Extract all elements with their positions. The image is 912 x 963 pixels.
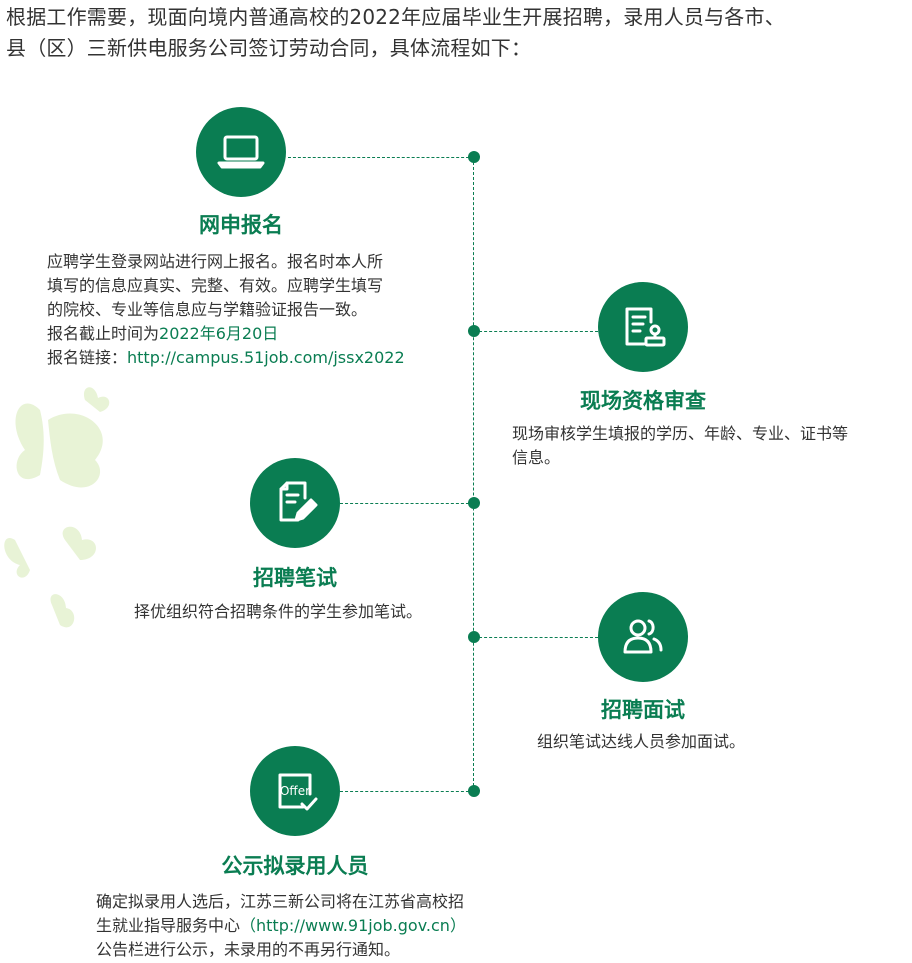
step4-title: 招聘面试 bbox=[601, 698, 685, 722]
connector-4 bbox=[474, 637, 598, 638]
step3-icon-circle bbox=[250, 458, 340, 548]
registration-link[interactable]: http://campus.51job.com/jssx2022 bbox=[127, 348, 405, 367]
step1-icon-circle bbox=[196, 107, 286, 197]
step3-desc-line-1: 择优组织符合招聘条件的学生参加笔试。 bbox=[134, 602, 423, 621]
timeline-dot-5 bbox=[468, 785, 480, 797]
step1-desc-line-2: 填写的信息应真实、完整、有效。应聘学生填写 bbox=[47, 276, 384, 295]
butterfly-decoration-icon bbox=[4, 387, 110, 628]
step4-icon-circle bbox=[598, 592, 688, 682]
laptop-icon bbox=[217, 135, 265, 169]
connector-2 bbox=[474, 331, 598, 332]
step5-desc-line-2-text: 生就业指导服务中心 bbox=[96, 916, 241, 935]
connector-5 bbox=[340, 791, 474, 792]
link-label: 报名链接： bbox=[47, 348, 128, 367]
step5-title: 公示拟录用人员 bbox=[221, 854, 369, 878]
step1-desc-line-3: 的院校、专业等信息应与学籍验证报告一致。 bbox=[47, 300, 368, 319]
connector-3 bbox=[340, 503, 474, 504]
document-seal-icon bbox=[625, 307, 666, 347]
intro-line-1: 根据工作需要，现面向境内普通高校的2022年应届毕业生开展招聘，录用人员与各市、 bbox=[6, 5, 785, 29]
connector-1 bbox=[288, 157, 474, 158]
deadline-value: 2022年6月20日 bbox=[159, 324, 279, 343]
offer-icon: Offer bbox=[278, 773, 318, 811]
deadline-label: 报名截止时间为 bbox=[47, 324, 160, 343]
step2-desc-line-1: 现场审核学生填报的学历、年龄、专业、证书等 bbox=[512, 424, 849, 443]
step1-link-row: 报名链接：http://campus.51job.com/jssx2022 bbox=[47, 346, 447, 370]
offer-icon-text: Offer bbox=[280, 784, 310, 798]
step5-icon-circle: Offer bbox=[250, 746, 340, 836]
step3-title: 招聘笔试 bbox=[253, 566, 337, 590]
timeline-line bbox=[473, 157, 474, 791]
pen-paper-icon bbox=[279, 481, 318, 522]
step5-desc-line-2: 生就业指导服务中心（http://www.91job.gov.cn） bbox=[96, 914, 526, 938]
intro-line-2: 县（区）三新供电服务公司签订劳动合同，具体流程如下： bbox=[6, 36, 532, 60]
step4-desc-line-1: 组织笔试达线人员参加面试。 bbox=[537, 732, 746, 751]
timeline-dot-3 bbox=[468, 497, 480, 509]
step2-icon-circle bbox=[598, 282, 688, 372]
step1-deadline: 报名截止时间为2022年6月20日 bbox=[47, 322, 447, 346]
timeline-dot-1 bbox=[468, 151, 480, 163]
intro-paragraph: 根据工作需要，现面向境内普通高校的2022年应届毕业生开展招聘，录用人员与各市、… bbox=[6, 2, 912, 64]
step1-title: 网申报名 bbox=[199, 213, 283, 237]
step2-desc-line-2: 信息。 bbox=[512, 448, 561, 467]
step1-desc-line-1: 应聘学生登录网站进行网上报名。报名时本人所 bbox=[47, 252, 384, 271]
step5-desc-line-3: 公告栏进行公示，未录用的不再另行通知。 bbox=[96, 940, 401, 959]
users-icon bbox=[623, 619, 663, 654]
step5-description: 确定拟录用人选后，江苏三新公司将在江苏省高校招 生就业指导服务中心（http:/… bbox=[96, 890, 526, 962]
step5-desc-line-1: 确定拟录用人选后，江苏三新公司将在江苏省高校招 bbox=[96, 892, 465, 911]
step3-description: 择优组织符合招聘条件的学生参加笔试。 bbox=[134, 600, 464, 624]
step1-description: 应聘学生登录网站进行网上报名。报名时本人所 填写的信息应真实、完整、有效。应聘学… bbox=[47, 250, 447, 370]
step2-title: 现场资格审查 bbox=[580, 389, 706, 413]
step4-description: 组织笔试达线人员参加面试。 bbox=[537, 730, 797, 754]
step2-description: 现场审核学生填报的学历、年龄、专业、证书等 信息。 bbox=[512, 422, 907, 470]
job-center-link[interactable]: （http://www.91job.gov.cn） bbox=[240, 916, 466, 935]
